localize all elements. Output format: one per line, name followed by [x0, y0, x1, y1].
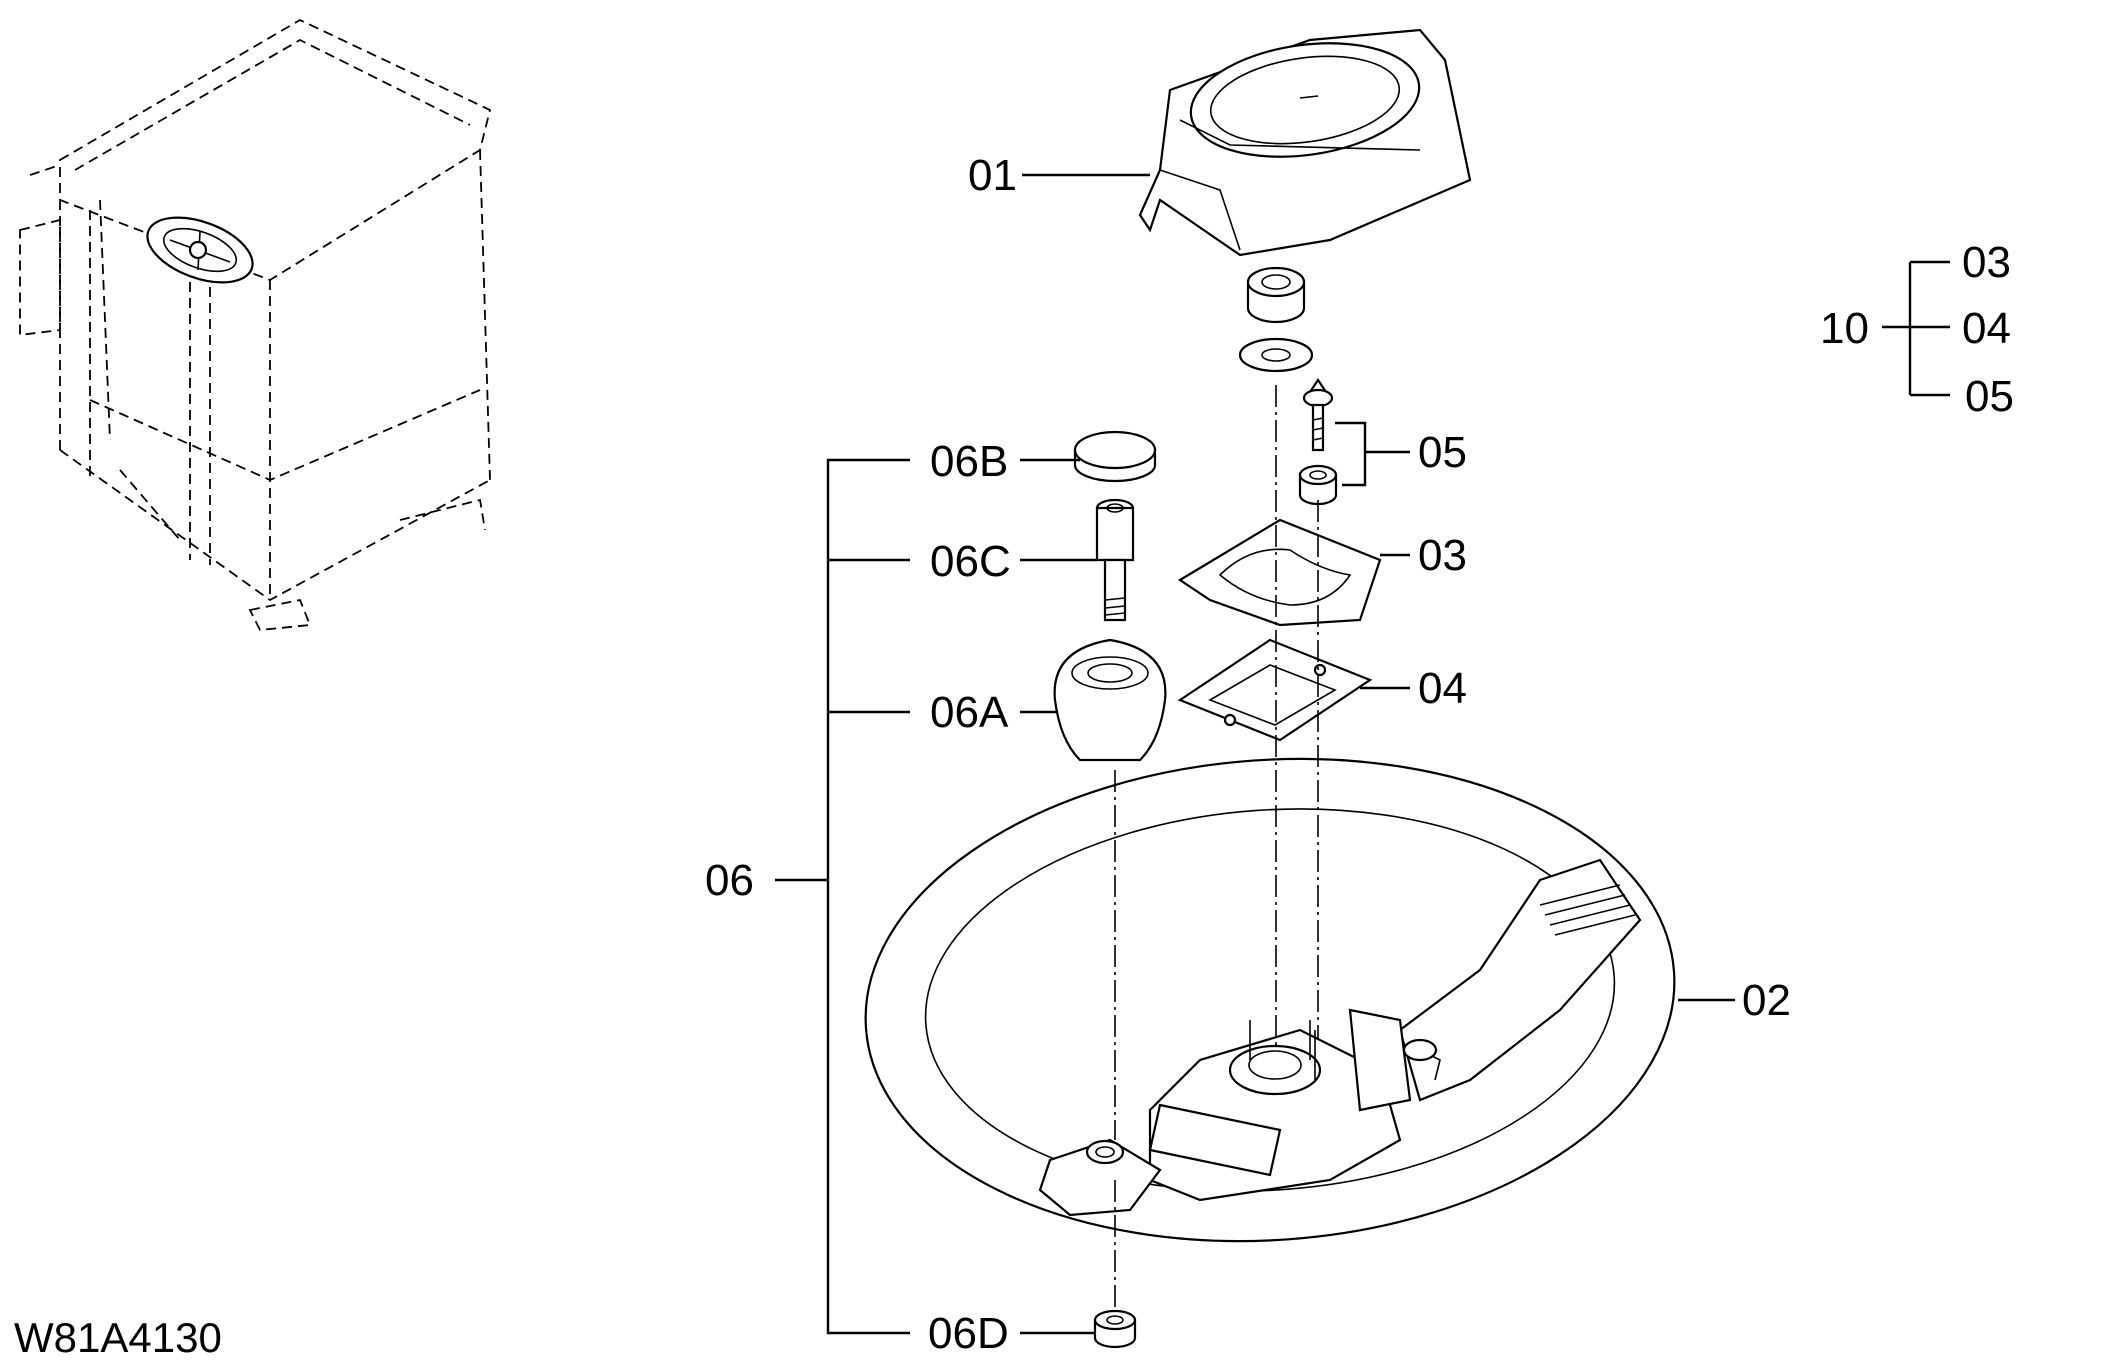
label-01: 01	[968, 151, 1017, 200]
drawing-code: W81A4130	[14, 1314, 222, 1361]
label-04: 04	[1418, 664, 1467, 713]
part-labels: 01 02 03 04 05 06 06B 06C 06A 06D 10 03 …	[14, 151, 2014, 1361]
leader-lines	[775, 173, 1950, 1335]
nut-and-washer	[1238, 266, 1314, 373]
cab-overview-illustration	[19, 18, 492, 631]
steering-wheel-rim	[864, 757, 1676, 1243]
label-06: 06	[705, 856, 754, 905]
knob-cap-06b	[1073, 430, 1157, 483]
label-kit-05: 05	[1965, 372, 2014, 421]
label-03: 03	[1418, 531, 1467, 580]
label-kit-03: 03	[1962, 238, 2011, 287]
spinner-knob-06a	[1053, 638, 1167, 762]
label-06b: 06B	[930, 437, 1008, 486]
label-02: 02	[1742, 976, 1791, 1025]
assembly-axes	[1114, 385, 1319, 1310]
label-05: 05	[1418, 428, 1467, 477]
frame-plate-04	[1177, 638, 1373, 742]
center-cover-cap	[1138, 28, 1472, 257]
label-kit-10: 10	[1820, 304, 1869, 353]
label-06d: 06D	[928, 1309, 1009, 1358]
nut-06d	[1093, 1309, 1137, 1349]
label-06c: 06C	[930, 537, 1011, 586]
label-06a: 06A	[930, 688, 1009, 737]
screw-and-sleeve	[1298, 378, 1338, 506]
label-kit-04: 04	[1962, 304, 2011, 353]
knob-pin-06c	[1095, 498, 1135, 622]
gasket-plate-03	[1177, 518, 1382, 627]
